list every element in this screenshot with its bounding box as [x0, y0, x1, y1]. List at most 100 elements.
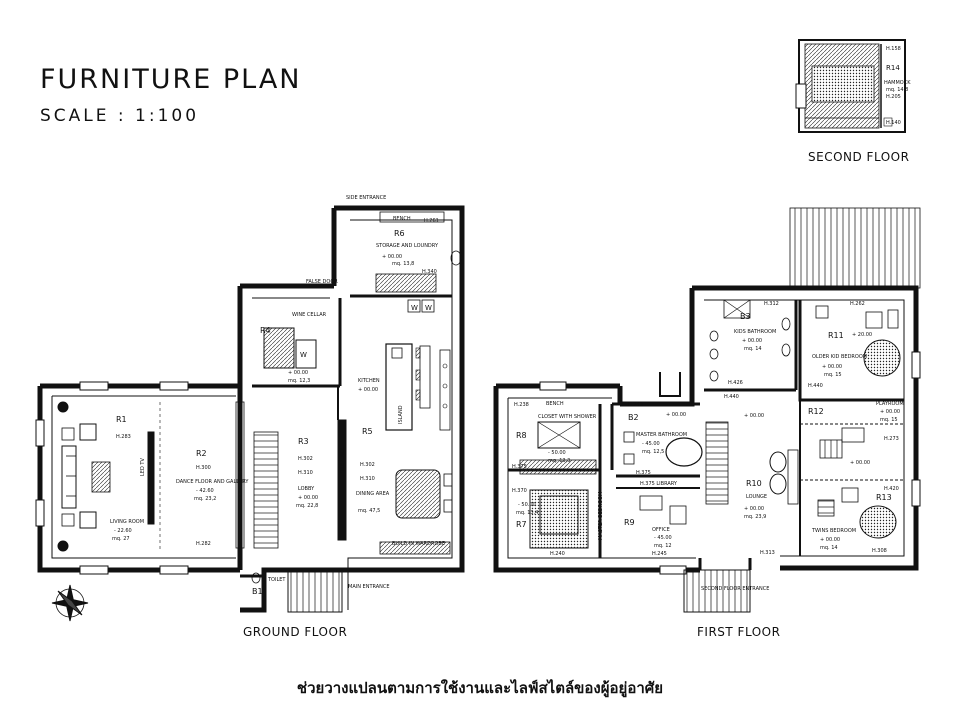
- r8-name: CLOSET WITH SHOWER: [538, 414, 597, 420]
- r2-id: R2: [196, 449, 207, 458]
- r9-name: OFFICE: [652, 527, 670, 533]
- r13-area: mq. 14: [820, 545, 838, 551]
- r6-level: + 00.00: [382, 254, 402, 260]
- r10-id: R10: [746, 479, 762, 488]
- r9-id: R9: [624, 518, 635, 527]
- r13-id: R13: [876, 493, 892, 502]
- r1-id: R1: [116, 415, 127, 424]
- page-title: FURNITURE PLAN: [40, 64, 302, 95]
- r5-name: KITCHEN: [358, 378, 380, 384]
- ground-floor-label: GROUND FLOOR: [243, 625, 348, 639]
- r2-area: mq. 23,2: [194, 496, 216, 502]
- main-entrance-label: MAIN ENTRANCE: [348, 584, 390, 590]
- b3-id: B3: [740, 312, 751, 321]
- r14-area: mq. 14,8: [886, 87, 908, 93]
- r6-area: mq. 13,8: [392, 261, 414, 267]
- svg-text:W: W: [425, 304, 432, 312]
- r11-height: H.262: [850, 301, 865, 307]
- r5-id: R5: [362, 427, 373, 436]
- side-entrance-label: SIDE ENTRANCE: [346, 195, 386, 201]
- r13-height: H.420: [884, 486, 899, 492]
- first-floor-plan: [493, 207, 921, 613]
- svg-text:W: W: [411, 304, 418, 312]
- r13-level: + 00.00: [820, 537, 840, 543]
- r11-name: OLDER KID BEDROOM: [812, 354, 867, 360]
- r3-name: LOBBY: [298, 486, 315, 492]
- r6-name: STORAGE AND LOUNDRY: [376, 243, 439, 249]
- b2-area: mq. 12,5: [642, 449, 664, 455]
- r7-level: - 50.00: [518, 502, 536, 508]
- r4-area: mq. 12,3: [288, 378, 310, 384]
- r11-level2: + 00.00: [822, 364, 842, 370]
- r1-area: mq. 27: [112, 536, 130, 542]
- r7-height: H.375: [512, 464, 527, 470]
- r10-height2: H.313: [760, 550, 775, 556]
- r5-height: H.302: [360, 462, 375, 468]
- b1-name: TOILET: [267, 577, 286, 583]
- false-door-label: FALSE DOOR: [306, 279, 338, 285]
- caption: ช่วยวางแปลนตามการใช้งานและไลฟ์สไตล์ของผู…: [296, 679, 664, 697]
- r12-level: + 00.00: [880, 409, 900, 415]
- led-tv-label: LED TV: [140, 458, 146, 476]
- r12-area: mq. 15: [880, 417, 898, 423]
- r12-height: H.273: [884, 436, 899, 442]
- r3-level: + 00.00: [298, 495, 318, 501]
- r2-name: DANCE FLOOR AND GALLERY: [176, 479, 249, 485]
- second-floor-plan: [795, 39, 906, 133]
- r6-height: H.261: [424, 218, 439, 224]
- r6-bench: BENCH: [393, 216, 411, 222]
- r14-height: H.158: [886, 46, 901, 52]
- r4-level: + 00.00: [288, 370, 308, 376]
- r3-id: R3: [298, 437, 309, 446]
- r6-height2: H.340: [422, 269, 437, 275]
- r9-height: H.245: [652, 551, 667, 557]
- r5-area: mq. 47,5: [358, 508, 380, 514]
- r12-name: PLAYROOM: [876, 401, 904, 407]
- r4-id: R4: [260, 326, 271, 335]
- b2-height2: H.375: [636, 470, 651, 476]
- r9-level: - 45.00: [654, 535, 672, 541]
- b2-height: H.243: [628, 402, 643, 408]
- r5-level: + 00.00: [358, 387, 378, 393]
- b2-name: MASTER BATHROOM: [636, 432, 687, 438]
- r13-name: TWINS BEDROOM: [811, 528, 856, 534]
- r2-level: - 42.60: [196, 488, 214, 494]
- r7-height3: H.240: [550, 551, 565, 557]
- r9-area: mq. 12: [654, 543, 672, 549]
- b3-level: + 00.00: [742, 338, 762, 344]
- r3-height: H.302: [298, 456, 313, 462]
- b3-height2: H.426: [728, 380, 743, 386]
- r11-level: + 20.00: [852, 332, 872, 338]
- r14-height2: H.205: [886, 94, 901, 100]
- r8-id: R8: [516, 431, 527, 440]
- room-labels: SIDE ENTRANCE FALSE DOOR MAIN ENTRANCE R…: [110, 46, 911, 596]
- r7-area: mq. 13,4: [516, 510, 538, 516]
- r14-name: HAMMOCK: [884, 80, 911, 86]
- r11-id: R11: [828, 331, 844, 340]
- ground-floor-plan: W W W: [35, 205, 465, 622]
- r8-area: mq. 13,3: [548, 458, 570, 464]
- b3-height: H.312: [764, 301, 779, 307]
- r8-height: H.238: [514, 402, 529, 408]
- second-floor-label: SECOND FLOOR: [808, 150, 910, 164]
- r10-area: mq. 23,9: [744, 514, 766, 520]
- r12-level2: + 00.00: [850, 460, 870, 466]
- r1-level: - 22.60: [114, 528, 132, 534]
- first-floor-label: FIRST FLOOR: [697, 625, 781, 639]
- r2-height: H.300: [196, 465, 211, 471]
- scale-label: SCALE : 1:100: [40, 106, 200, 126]
- r1-name: LIVING ROOM: [110, 519, 144, 525]
- r2-height2: H.282: [196, 541, 211, 547]
- r8-level: - 50.00: [548, 450, 566, 456]
- r14-height3: H.140: [886, 120, 901, 126]
- svg-text:W: W: [300, 351, 307, 359]
- r10-name: LOUNGE: [746, 494, 767, 500]
- b2-level: - 45.00: [642, 441, 660, 447]
- island-label: ISLAND: [398, 405, 404, 424]
- r4-name: WINE CELLAR: [292, 312, 327, 318]
- wardrobe-label: BUILD IN WARDROBE: [392, 541, 445, 547]
- r8-exit-level: + 00.00: [666, 412, 686, 418]
- concrete-bench-label: CONCRETE BENCH: [238, 453, 244, 500]
- r5-name2: DINING AREA: [356, 491, 390, 497]
